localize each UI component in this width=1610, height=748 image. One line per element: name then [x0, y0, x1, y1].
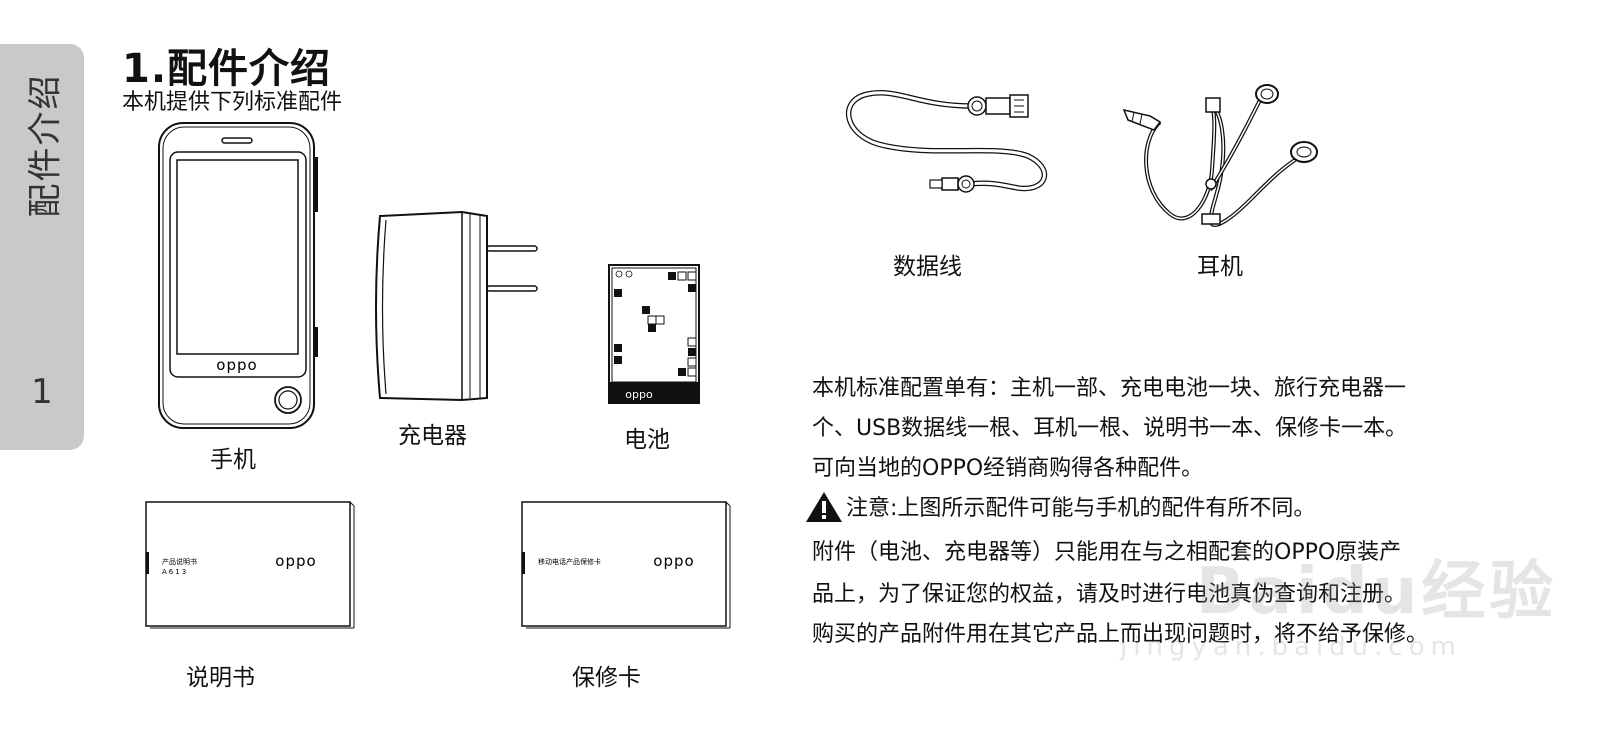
watermark-url: jingyan.baidu.com — [1120, 632, 1462, 662]
page-title: 1.配件介绍 — [122, 46, 332, 92]
manual-card-model: A613 — [162, 568, 188, 576]
charger-label: 充电器 — [398, 423, 467, 449]
manual-card-title: 产品说明书 — [162, 557, 197, 566]
earphones-illustration — [1122, 84, 1318, 227]
sidebar-section-title: 配件介绍 — [25, 73, 66, 217]
earphones-label: 耳机 — [1197, 254, 1243, 280]
standard-config-line-1: 本机标准配置单有：主机一部、充电电池一块、旅行充电器一 — [812, 376, 1407, 401]
battery-illustration: oppo — [608, 264, 700, 404]
phone-illustration: oppo — [158, 122, 318, 429]
phone-logo: oppo — [216, 356, 257, 374]
warranty-line-2: 品上，为了保证您的权益，请及时进行电池真伪查询和注册。 — [812, 582, 1407, 607]
charger-illustration — [375, 210, 538, 402]
warranty-line-1: 附件（电池、充电器等）只能用在与之相配套的OPPO原装产 — [812, 540, 1402, 565]
page-subtitle: 本机提供下列标准配件 — [122, 90, 343, 115]
standard-config-line-3: 可向当地的OPPO经销商购得各种配件。 — [812, 456, 1204, 481]
data-cable-label: 数据线 — [893, 254, 962, 280]
sidebar-tab — [0, 44, 84, 450]
phone-label: 手机 — [210, 447, 256, 473]
warranty-card-label: 保修卡 — [572, 665, 641, 691]
data-cable-illustration — [845, 90, 1048, 193]
warranty-card-title: 移动电话产品保修卡 — [538, 557, 601, 566]
manual-label: 说明书 — [186, 665, 255, 691]
warranty-card-logo: oppo — [653, 552, 694, 570]
battery-logo: oppo — [625, 388, 653, 401]
standard-config-line-2: 个、USB数据线一根、耳机一根、说明书一本、保修卡一本。 — [812, 416, 1408, 441]
battery-label: 电池 — [624, 427, 670, 453]
manual-card-logo: oppo — [275, 552, 316, 570]
warning-triangle-icon — [806, 492, 842, 522]
notice-text: 注意:上图所示配件可能与手机的配件有所不同。 — [846, 496, 1316, 521]
warranty-card-illustration: 移动电话产品保修卡 oppo — [521, 501, 731, 629]
warranty-line-3: 购买的产品附件用在其它产品上而出现问题时，将不给予保修。 — [812, 622, 1429, 647]
manual-illustration: 产品说明书 A613 oppo — [145, 501, 355, 629]
page-number: 1 — [31, 372, 53, 412]
watermark-logo: Baidu经验 — [1196, 555, 1558, 629]
